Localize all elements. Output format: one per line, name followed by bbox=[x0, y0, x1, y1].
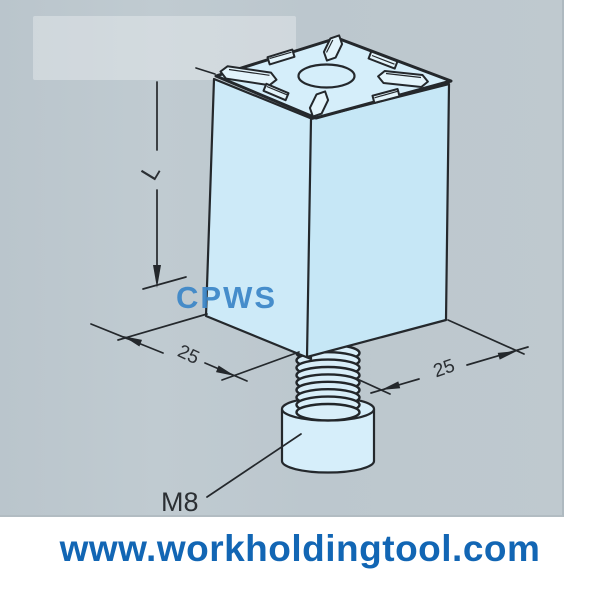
dim-height-bottom-tick bbox=[142, 276, 187, 290]
top-face-details bbox=[219, 34, 429, 118]
watermark-text: CPWS bbox=[176, 280, 277, 315]
dim-depth-right-label: 25 bbox=[431, 355, 458, 382]
dim-height-top-tick bbox=[195, 67, 216, 75]
dim-height-arrow bbox=[153, 265, 161, 288]
dim-depth-right-ext2 bbox=[354, 377, 391, 395]
dim-width-left-ext1 bbox=[117, 313, 208, 341]
dim-depth-right-ext1 bbox=[447, 319, 525, 355]
block-right-face bbox=[305, 82, 451, 359]
dim-height-label: L bbox=[136, 160, 166, 185]
edge-slot-lower-right bbox=[371, 88, 401, 104]
dim-width-left-label: 25 bbox=[174, 341, 202, 369]
block-left-face bbox=[204, 77, 317, 361]
m8-leader-line bbox=[206, 433, 302, 498]
corner-slot-right bbox=[377, 70, 429, 88]
thread-callout: M8 bbox=[161, 433, 302, 517]
edge-slot-upper-left bbox=[266, 48, 296, 66]
corner-slot-top bbox=[322, 34, 344, 62]
thread-coils bbox=[295, 343, 361, 422]
website-text: www.workholdingtool.com bbox=[59, 528, 541, 569]
m8-label: M8 bbox=[161, 487, 199, 517]
edge-slot-upper-right bbox=[367, 50, 399, 70]
corner-slot-bottom bbox=[308, 90, 330, 118]
corner-slot-left bbox=[219, 65, 278, 87]
edge-slot-lower-left bbox=[262, 82, 290, 102]
dim-height: L bbox=[136, 67, 216, 290]
top-hole bbox=[297, 63, 356, 89]
